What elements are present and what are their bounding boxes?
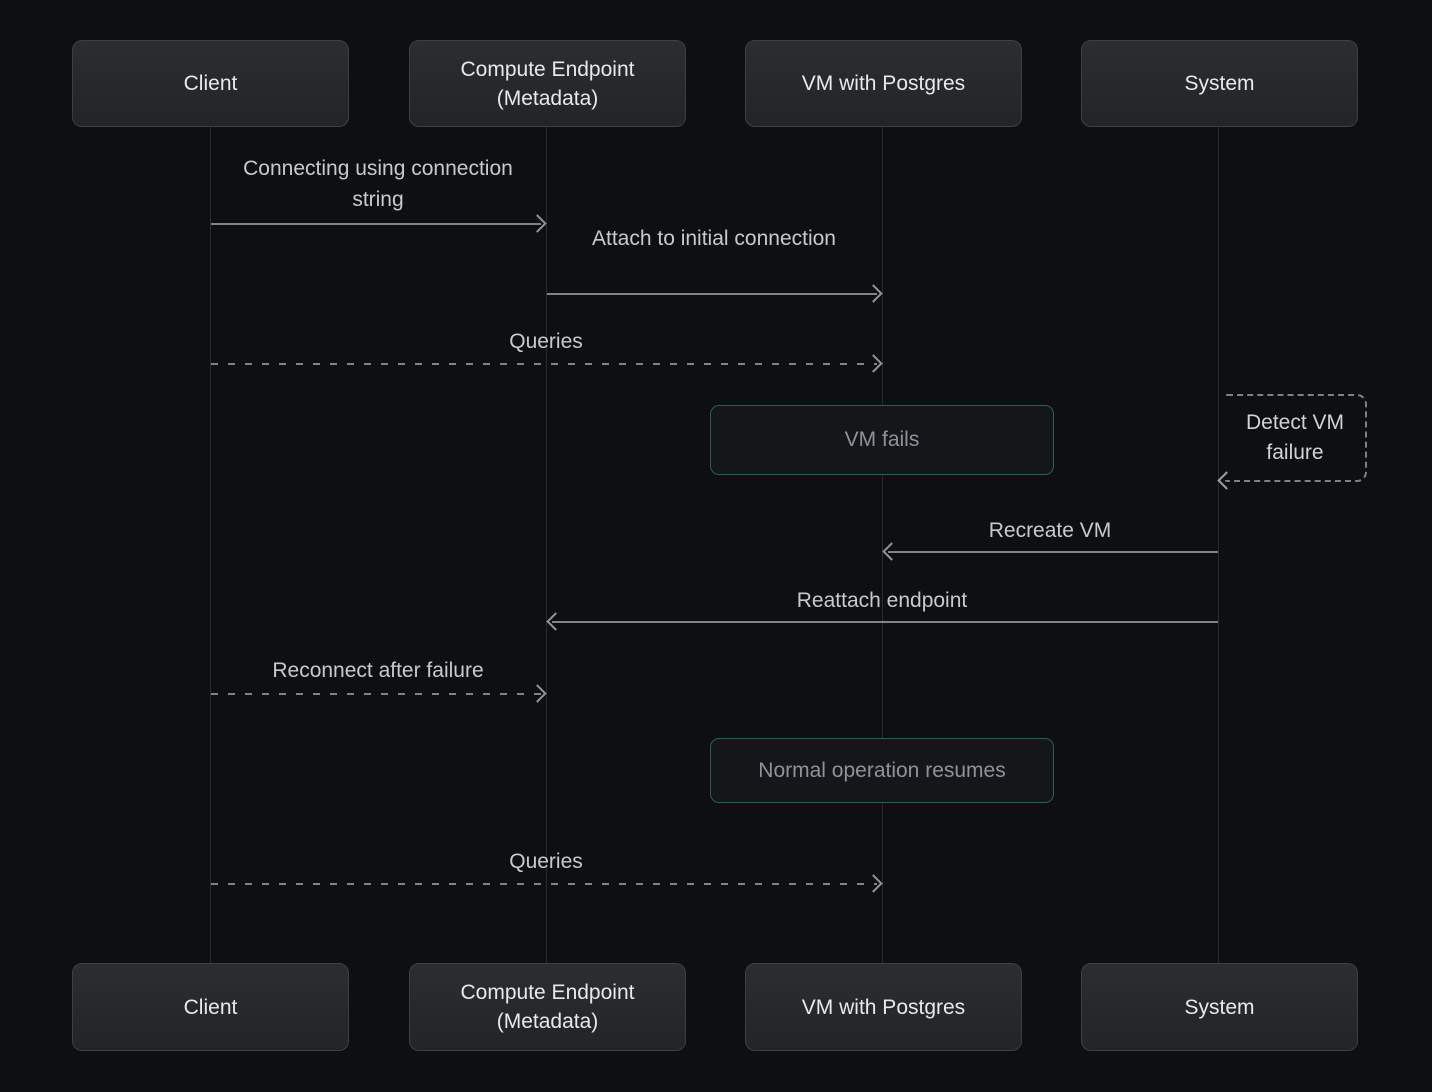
actor-vm-postgres-top: VM with Postgres xyxy=(745,40,1022,127)
actor-label: Compute Endpoint (Metadata) xyxy=(460,981,635,1033)
arrow-line xyxy=(888,551,1218,553)
message-label-queries-2: Queries xyxy=(509,850,583,873)
note-vm-fails: VM fails xyxy=(710,405,1054,475)
message-label-connecting: Connecting using connection string xyxy=(243,157,513,211)
actor-client-top: Client xyxy=(72,40,349,127)
actor-label: Client xyxy=(183,995,238,1019)
message-label-recreate-vm: Recreate VM xyxy=(988,519,1112,542)
note-label: Normal operation resumes xyxy=(758,758,1006,782)
arrowhead-right-icon xyxy=(528,214,547,233)
self-note-label: Detect VM failure xyxy=(1245,411,1345,464)
message-label-reattach-endpoint: Reattach endpoint xyxy=(796,589,968,612)
actor-system-bottom: System xyxy=(1081,963,1358,1051)
actor-label: Compute Endpoint (Metadata) xyxy=(460,57,635,110)
actor-system-top: System xyxy=(1081,40,1358,127)
message-label-attach: Attach to initial connection xyxy=(592,227,836,250)
arrowhead-left-icon xyxy=(882,542,901,561)
lifeline-vm-postgres xyxy=(882,127,883,963)
arrow-line xyxy=(211,693,541,695)
actor-client-bottom: Client xyxy=(72,963,349,1051)
note-normal-operation: Normal operation resumes xyxy=(710,738,1054,803)
arrow-line xyxy=(211,363,877,365)
actor-label: System xyxy=(1184,72,1255,95)
arrow-line xyxy=(547,293,877,295)
lifeline-system xyxy=(1218,127,1219,963)
lifeline-client xyxy=(210,127,211,963)
actor-vm-postgres-bottom: VM with Postgres xyxy=(745,963,1022,1051)
message-label-queries-1: Queries xyxy=(509,330,583,353)
actor-label: VM with Postgres xyxy=(801,995,966,1019)
arrow-line xyxy=(211,223,541,225)
arrow-line xyxy=(552,621,1218,623)
note-label: VM fails xyxy=(844,428,920,451)
actor-compute-endpoint-top: Compute Endpoint (Metadata) xyxy=(409,40,686,127)
lifeline-compute-endpoint xyxy=(546,127,547,963)
arrowhead-left-icon xyxy=(546,612,565,631)
message-label-reconnect: Reconnect after failure xyxy=(272,659,484,682)
arrowhead-right-icon xyxy=(864,874,883,893)
actor-compute-endpoint-bottom: Compute Endpoint (Metadata) xyxy=(409,963,686,1051)
arrowhead-right-icon xyxy=(528,684,547,703)
actor-label: System xyxy=(1184,995,1255,1019)
arrowhead-left-icon xyxy=(1217,471,1236,490)
arrowhead-right-icon xyxy=(864,284,883,303)
arrow-line xyxy=(211,883,877,885)
actor-label: VM with Postgres xyxy=(801,72,966,95)
self-note-detect-vm-failure: Detect VM failure xyxy=(1217,394,1367,490)
actor-label: Client xyxy=(183,72,238,95)
arrowhead-right-icon xyxy=(864,354,883,373)
